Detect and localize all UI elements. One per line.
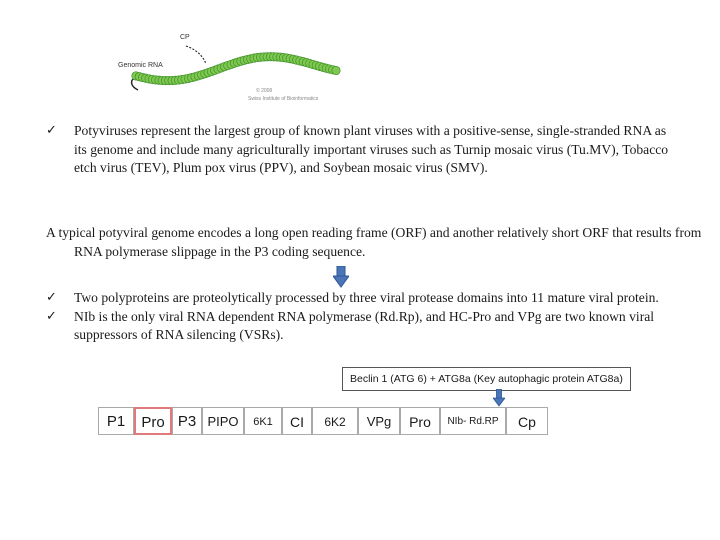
beclin-label-box: Beclin 1 (ATG 6) + ATG8a (Key autophagic… bbox=[342, 367, 631, 391]
down-arrow-icon bbox=[333, 266, 349, 288]
bullet-item: ✓ NIb is the only viral RNA dependent RN… bbox=[46, 308, 678, 345]
segment-p1: P1 bbox=[98, 407, 134, 435]
down-arrow-head bbox=[333, 275, 349, 288]
beclin-arrow-shaft bbox=[496, 389, 502, 400]
segment-pro: Pro bbox=[134, 407, 172, 435]
segment-6k1: 6K1 bbox=[244, 407, 282, 435]
bullet-text: NIb is the only viral RNA dependent RNA … bbox=[74, 308, 655, 343]
cp-label: CP bbox=[180, 34, 190, 41]
checkmark-icon: ✓ bbox=[46, 308, 57, 324]
beclin-down-arrow-icon bbox=[493, 389, 505, 407]
bullet-item: ✓ Two polyproteins are proteolytically p… bbox=[46, 289, 678, 308]
segment-cp: Cp bbox=[506, 407, 548, 435]
segment-p3: P3 bbox=[172, 407, 202, 435]
bottom-bullet-list: ✓ Two polyproteins are proteolytically p… bbox=[46, 289, 678, 345]
checkmark-icon: ✓ bbox=[46, 290, 57, 305]
bullet-text: Potyviruses represent the largest group … bbox=[74, 123, 669, 175]
potyvirus-illustration bbox=[130, 45, 341, 91]
segment-pipo: PIPO bbox=[202, 407, 244, 435]
segment-pro-2: Pro bbox=[400, 407, 440, 435]
capsid-bead bbox=[331, 65, 341, 76]
cp-pointer bbox=[185, 45, 207, 65]
beclin-arrow-head bbox=[493, 397, 505, 407]
figure-credit: Swiss Institute of Bioinformatics bbox=[248, 96, 319, 102]
bullet-item: ✓ Potyviruses represent the largest grou… bbox=[46, 122, 678, 178]
beclin-label: Beclin 1 (ATG 6) + ATG8a (Key autophagic… bbox=[350, 373, 623, 385]
genomic-rna-label: Genomic RNA bbox=[118, 62, 163, 69]
capsid-beads bbox=[131, 52, 341, 86]
segment-nib-rdrp: NIb- Rd.RP bbox=[440, 407, 506, 435]
virus-figure: CP Genomic RNA © 2008 Swiss Institute of… bbox=[108, 28, 358, 108]
top-bullet-list: ✓ Potyviruses represent the largest grou… bbox=[46, 122, 678, 178]
segment-6k2: 6K2 bbox=[312, 407, 358, 435]
figure-copyright: © 2008 bbox=[256, 88, 273, 94]
bullet-text: Two polyproteins are proteolytically pro… bbox=[74, 290, 659, 305]
orf-paragraph: A typical potyviral genome encodes a lon… bbox=[46, 225, 702, 259]
down-arrow-shaft bbox=[336, 266, 346, 278]
segment-ci: CI bbox=[282, 407, 312, 435]
segment-vpg: VPg bbox=[358, 407, 400, 435]
checkmark-icon: ✓ bbox=[46, 123, 57, 138]
